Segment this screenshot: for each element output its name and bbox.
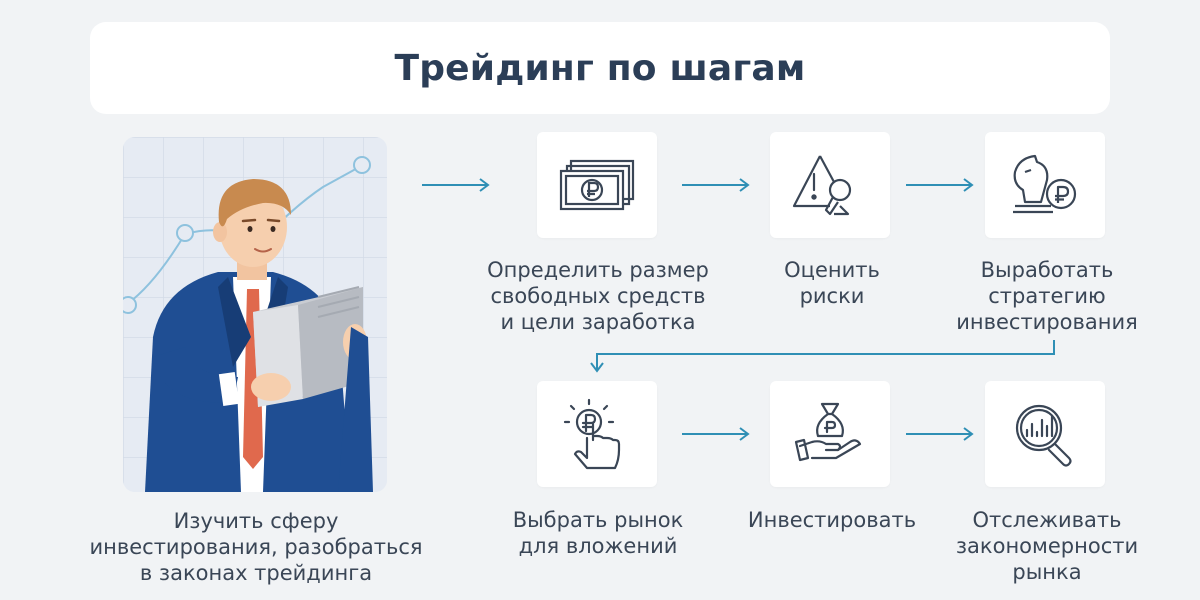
hand-tap-ruble-icon [563, 398, 621, 470]
page-title: Трейдинг по шагам [394, 47, 806, 89]
icon-card-risks [770, 132, 890, 238]
step-label-market: Выбрать рынок для вложений [512, 508, 684, 558]
step-label-risks: Оценить риски [784, 258, 880, 308]
icon-card-money [537, 132, 657, 238]
magnifier-chart-icon [1015, 404, 1072, 467]
warning-magnifier-icon [792, 155, 852, 216]
ruble-banknotes-icon [559, 159, 635, 211]
step-label-strategy: Выработать стратегию инвестирования [956, 258, 1138, 334]
arrow-right-3 [906, 178, 974, 192]
step-label-track: Отслеживать закономерности рынка [955, 508, 1139, 584]
arrow-right-2 [682, 178, 750, 192]
arrow-right-4 [682, 427, 750, 441]
icon-card-strategy [985, 132, 1105, 238]
title-card: Трейдинг по шагам [90, 22, 1110, 114]
chess-knight-ruble-icon [1013, 154, 1077, 214]
step-label-study: Изучить сферу инвестирования, разобратьс… [89, 509, 423, 585]
arrow-right-5 [906, 427, 974, 441]
icon-card-market [537, 381, 657, 487]
person-reading-book-illustration [123, 137, 387, 492]
hand-money-bag-icon [794, 402, 862, 462]
arrow-right-1 [422, 178, 490, 192]
icon-card-track [985, 381, 1105, 487]
icon-card-invest [770, 381, 890, 487]
step-label-funds: Определить размер свободных средств и це… [487, 258, 709, 334]
arrow-connector-down [590, 340, 1055, 373]
step-label-invest: Инвестировать [747, 508, 917, 532]
